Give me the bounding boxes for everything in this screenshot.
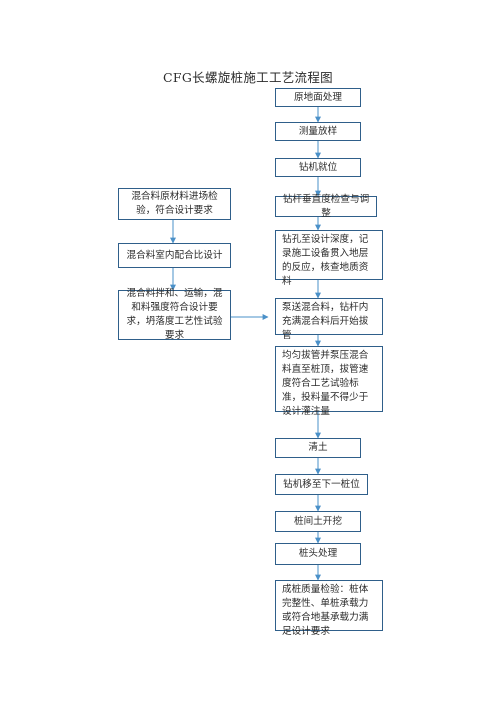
step-soil-clearing: 清土 <box>275 438 361 458</box>
step-rig-move: 钻机移至下一桩位 <box>275 474 368 495</box>
step-pumping: 泵送混合料，钻杆内充满混合料后开始拔管 <box>275 298 383 341</box>
step-verticality-check: 钻杆垂直度检查与调整 <box>275 194 377 219</box>
step-rig-positioning: 钻机就位 <box>275 158 361 177</box>
step-inter-pile-excavation: 桩间土开挖 <box>275 511 361 532</box>
step-ground-treatment: 原地面处理 <box>275 88 361 107</box>
step-quality-inspection: 成桩质量检验：桩体完整性、单桩承载力或符合地基承载力满足设计要求 <box>275 580 383 637</box>
diagram-title: CFG长螺旋桩施工工艺流程图 <box>163 70 333 85</box>
side-material-inspection: 混合料原材料进场检验，符合设计要求 <box>118 188 231 220</box>
step-drilling: 钻孔至设计深度，记录施工设备贯入地层的反应，核查地质资料 <box>275 230 383 287</box>
step-pipe-pulling: 均匀拔管并泵压混合料直至桩顶，拔管速度符合工艺试验标准，投料量不得少于设计灌注量 <box>275 346 383 417</box>
step-pile-head-treatment: 桩头处理 <box>275 543 361 565</box>
step-survey-layout: 测量放样 <box>275 122 361 141</box>
side-mix-design: 混合料室内配合比设计 <box>118 243 231 268</box>
side-mixing-transport: 混合料拌和、运输，混和料强度符合设计要求，坍落度工艺性试验要求 <box>118 288 231 341</box>
